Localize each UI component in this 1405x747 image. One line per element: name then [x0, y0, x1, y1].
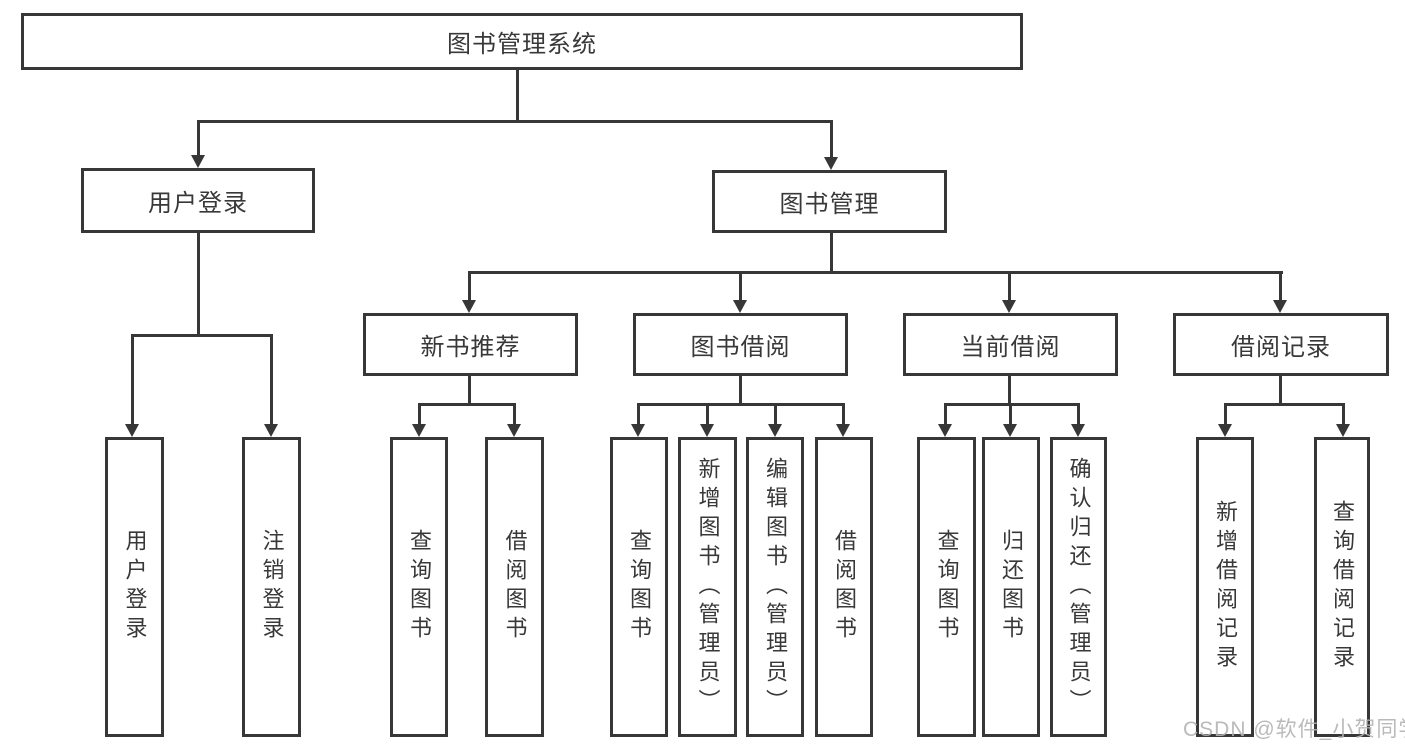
arrowhead-down-icon [733, 300, 747, 313]
connector-level2-distributor [197, 120, 833, 123]
leaf-add-borrow-record: 新增借阅记录 [1196, 437, 1254, 737]
connector-borrow-records-stem [1279, 376, 1282, 405]
leaf-query-books-recommend: 查询图书 [390, 437, 448, 737]
arrowhead-down-icon [1336, 424, 1350, 437]
node-current-borrow-label: 当前借阅 [960, 334, 1061, 361]
arrowhead-down-icon [1002, 300, 1016, 313]
leaf-label: 查询图书 [407, 529, 432, 645]
connector-leaf-drop [706, 403, 709, 425]
connector-level3-drop [739, 271, 742, 301]
arrowhead-down-icon [768, 424, 782, 437]
connector-book-borrow-distributor [637, 403, 845, 406]
connector-leaf-drop [842, 403, 845, 425]
arrowhead-down-icon [412, 424, 426, 437]
node-book-management-label: 图书管理 [779, 191, 880, 218]
leaf-label: 归还图书 [999, 529, 1024, 645]
connector-leaf-drop [1342, 403, 1345, 425]
connector-new-book-distributor [418, 403, 516, 406]
node-new-book-recommend-label: 新书推荐 [420, 334, 521, 361]
leaf-label: 用户登录 [122, 529, 148, 645]
arrowhead-down-icon [1003, 424, 1017, 437]
connector-level3-drop [1279, 271, 1282, 301]
leaf-borrow-books-recommend: 借阅图书 [485, 437, 544, 737]
node-user-login: 用户登录 [81, 168, 315, 233]
arrowhead-down-icon [1273, 300, 1287, 313]
connector-leaf-drop [1077, 403, 1080, 425]
connector-root-stem [516, 69, 519, 120]
leaf-add-books-admin: 新增图书（管理员） [678, 437, 737, 737]
connector-level3-drop [1008, 271, 1011, 301]
leaf-label: 确认归还（管理员） [1066, 456, 1092, 718]
connector-leaf-drop [1009, 403, 1012, 425]
leaf-label: 查询图书 [934, 529, 960, 645]
connector-book-management-drop [830, 120, 833, 158]
node-book-borrow-label: 图书借阅 [690, 334, 791, 361]
connector-user-login-stem [197, 233, 200, 336]
node-book-management: 图书管理 [712, 170, 947, 233]
connector-leaf-drop [418, 403, 421, 425]
connector-current-borrow-distributor [944, 403, 1080, 406]
connector-leaf-drop [944, 403, 947, 425]
node-borrow-records: 借阅记录 [1173, 313, 1389, 376]
connector-current-borrow-stem [1008, 376, 1011, 405]
arrowhead-down-icon [191, 155, 205, 168]
connector-leaf-drop [513, 403, 516, 425]
leaf-return-books: 归还图书 [982, 437, 1040, 737]
leaf-label: 注销登录 [259, 529, 285, 645]
arrowhead-down-icon [264, 424, 278, 437]
leaf-label: 编辑图书（管理员） [763, 456, 788, 718]
arrowhead-down-icon [1071, 424, 1085, 437]
arrowhead-down-icon [125, 424, 139, 437]
connector-book-borrow-stem [739, 376, 742, 405]
connector-leaf-drop [270, 334, 273, 425]
leaf-borrow-books: 借阅图书 [815, 437, 873, 737]
connector-leaf-drop [637, 403, 640, 425]
leaf-label: 查询借阅记录 [1330, 500, 1355, 674]
connector-user-login-drop [197, 120, 200, 156]
arrowhead-down-icon [836, 424, 850, 437]
connector-leaf-drop [131, 334, 134, 425]
leaf-user-login: 用户登录 [105, 437, 164, 737]
leaf-edit-books-admin: 编辑图书（管理员） [746, 437, 804, 737]
csdn-watermark: CSDN @软件_小贺同学 [1183, 718, 1405, 741]
node-new-book-recommend: 新书推荐 [363, 313, 578, 376]
arrowhead-down-icon [938, 424, 952, 437]
arrowhead-down-icon [824, 157, 838, 170]
node-book-borrow: 图书借阅 [633, 313, 848, 376]
leaf-query-books-borrow: 查询图书 [610, 437, 668, 737]
connector-user-login-distributor [131, 334, 273, 337]
leaf-label: 借阅图书 [832, 529, 857, 645]
arrowhead-down-icon [700, 424, 714, 437]
leaf-label: 借阅图书 [502, 529, 528, 645]
node-current-borrow: 当前借阅 [903, 313, 1118, 376]
arrowhead-down-icon [462, 300, 476, 313]
leaf-label: 查询图书 [627, 529, 652, 645]
connector-leaf-drop [774, 403, 777, 425]
leaf-confirm-return-admin: 确认归还（管理员） [1050, 437, 1107, 737]
leaf-query-books-current: 查询图书 [917, 437, 976, 737]
arrowhead-down-icon [507, 424, 521, 437]
connector-leaf-drop [1224, 403, 1227, 425]
node-borrow-records-label: 借阅记录 [1231, 334, 1331, 361]
connector-new-book-stem [468, 376, 471, 405]
connector-level3-distributor [468, 271, 1283, 274]
connector-book-management-stem [830, 233, 833, 274]
node-root-label: 图书管理系统 [447, 31, 597, 58]
leaf-logout: 注销登录 [242, 437, 301, 737]
node-user-login-label: 用户登录 [148, 190, 248, 217]
connector-level3-drop [468, 271, 471, 301]
node-root: 图书管理系统 [21, 13, 1023, 70]
leaf-query-borrow-record: 查询借阅记录 [1314, 437, 1370, 737]
leaf-label: 新增借阅记录 [1213, 500, 1238, 674]
arrowhead-down-icon [631, 424, 645, 437]
leaf-label: 新增图书（管理员） [695, 456, 721, 718]
arrowhead-down-icon [1218, 424, 1232, 437]
connector-borrow-records-distributor [1224, 403, 1345, 406]
